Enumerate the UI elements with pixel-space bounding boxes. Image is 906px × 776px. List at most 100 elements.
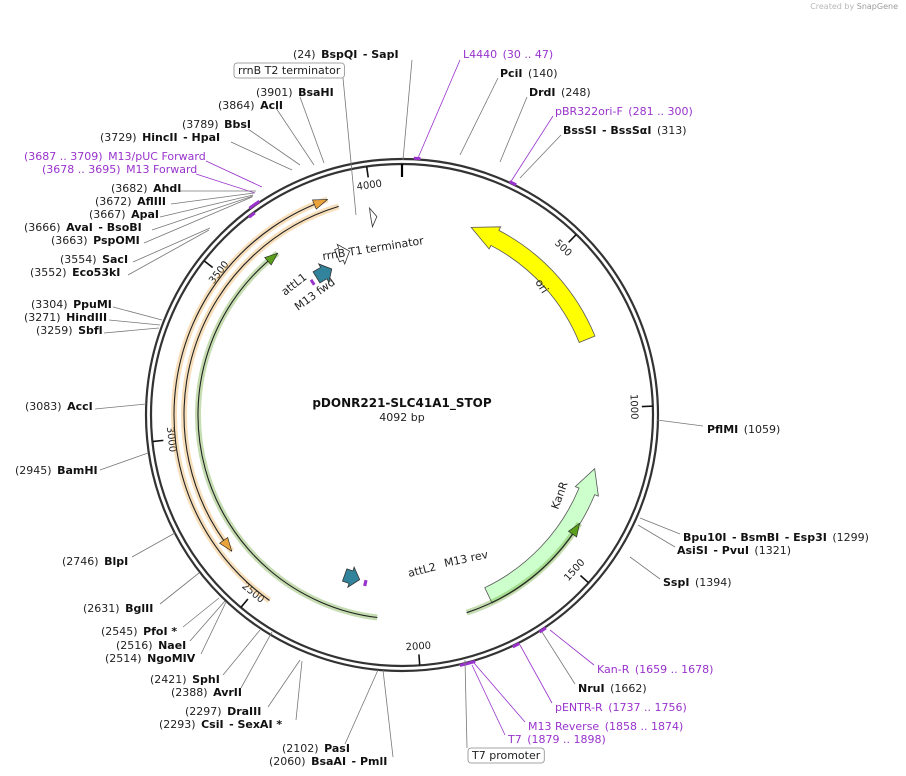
site-label-pentr[interactable]: pENTR-R (1737 .. 1756) — [555, 701, 687, 714]
leader-line-blpi — [131, 532, 176, 558]
site-label-bsaai[interactable]: (2060) BsaAI - PmlI — [269, 755, 387, 768]
site-label-draiii[interactable]: (2297) DraIII — [185, 705, 261, 718]
site-label-m13rev_p[interactable]: M13 Reverse (1858 .. 1874) — [528, 720, 683, 733]
site-label-blpi[interactable]: (2746) BlpI — [62, 555, 128, 568]
kanr-label: KanR — [549, 480, 571, 511]
site-label-part: ApaI — [126, 208, 159, 221]
site-label-part: pBR322ori-F — [555, 105, 623, 118]
site-label-part: AccI — [62, 400, 93, 413]
site-label-part: L4440 — [463, 48, 497, 61]
site-label-part: HindIII — [61, 311, 107, 324]
site-label-part: (1737 .. 1756) — [603, 701, 687, 714]
m13-forward-primer-mark — [248, 199, 261, 210]
site-label-bpu10i[interactable]: Bpu10I - BsmBI - Esp3I (1299) — [683, 531, 869, 544]
site-label-part: (2746) — [62, 555, 99, 568]
site-label-bamhi[interactable]: (2945) BamHI — [15, 464, 98, 477]
site-label-ppumi[interactable]: (3304) PpuMI — [31, 298, 112, 311]
site-label-bsahi[interactable]: (3901) BsaHI — [256, 86, 334, 99]
site-label-part: PciI — [500, 67, 522, 80]
attl2-label: attL2 — [407, 560, 438, 580]
site-label-sbfi[interactable]: (3259) SbfI — [36, 324, 103, 337]
leader-line-pflmi — [656, 419, 704, 427]
site-label-part: M13/pUC Forward — [103, 150, 206, 163]
site-label-m13puc[interactable]: (3687 .. 3709) M13/pUC Forward — [24, 150, 206, 163]
site-label-apai[interactable]: (3667) ApaI — [89, 208, 159, 221]
attl1-feature — [312, 263, 333, 284]
site-label-part: - PmlI — [346, 755, 387, 768]
m13-fwd-primer-site — [309, 278, 316, 286]
site-label-part: (1858 .. 1874) — [599, 720, 683, 733]
site-label-part: (3864) — [218, 99, 255, 112]
site-label-avai[interactable]: (3666) AvaI - BsoBI — [24, 221, 142, 234]
site-label-nrui[interactable]: NruI (1662) — [578, 682, 647, 695]
site-label-ahdi[interactable]: (3682) AhdI — [111, 182, 181, 195]
site-label-hindiii[interactable]: (3271) HindIII — [24, 311, 107, 324]
rrnb-t1-label: rrnB T1 terminator — [321, 234, 425, 263]
site-label-saci[interactable]: (3554) SacI — [60, 253, 128, 266]
site-label-part: (3304) — [31, 298, 68, 311]
site-label-bsssi[interactable]: BssSI - BssSαI (313) — [563, 124, 687, 137]
site-label-part: (2516) — [116, 639, 153, 652]
site-label-drdi[interactable]: DrdI (248) — [529, 86, 591, 99]
site-label-part: T7 — [507, 733, 522, 746]
site-label-l4440[interactable]: L4440 (30 .. 47) — [463, 48, 553, 61]
site-label-ngomiv[interactable]: (2514) NgoMIV — [105, 652, 196, 665]
leader-line-bsahi — [299, 96, 325, 164]
site-label-pbr322[interactable]: pBR322ori-F (281 .. 300) — [555, 105, 693, 118]
site-label-pflmi[interactable]: PflMI (1059) — [707, 423, 780, 436]
leader-line-hincii — [230, 141, 293, 171]
tick-mark — [240, 598, 249, 608]
site-label-naei[interactable]: (2516) NaeI — [116, 639, 186, 652]
ori-label: ori — [532, 277, 551, 296]
site-label-part: - SexAI * — [224, 718, 283, 731]
leader-line-bsaai — [382, 669, 394, 758]
site-label-part: BsaHI — [293, 86, 334, 99]
site-label-bglii[interactable]: (2631) BglII — [83, 602, 153, 615]
leader-line-pcii — [459, 77, 499, 156]
tick-label: 1500 — [562, 557, 587, 583]
site-label-csii[interactable]: (2293) CsiI - SexAI * — [159, 718, 282, 731]
site-label-sphi[interactable]: (2421) SphI — [150, 673, 220, 686]
leader-line-naei — [189, 600, 226, 642]
leader-line-m13puc — [205, 160, 263, 188]
site-label-sspi[interactable]: SspI (1394) — [663, 576, 732, 589]
site-label-hincii[interactable]: (3729) HincII - HpaI — [100, 131, 220, 144]
site-label-acli[interactable]: (3864) AclI — [218, 99, 283, 112]
site-label-t7_p[interactable]: T7 (1879 .. 1898) — [507, 733, 606, 746]
site-label-pcii[interactable]: PciI (140) — [500, 67, 558, 80]
site-label-part: AvaI — [61, 221, 93, 234]
backbone-outer — [144, 157, 660, 673]
site-label-part: - Esp3I — [779, 531, 827, 544]
leader-line-l4440 — [417, 59, 461, 159]
leader-line-t7_p — [471, 664, 506, 736]
site-label-m13fwdp[interactable]: (3678 .. 3695) M13 Forward — [42, 163, 197, 176]
site-label-part: (30 .. 47) — [497, 48, 553, 61]
site-label-asisi[interactable]: AsiSI - PvuI (1321) — [677, 544, 791, 557]
site-label-bbsi[interactable]: (3789) BbsI — [182, 118, 251, 131]
site-label-eco53ki[interactable]: (3552) Eco53kI — [30, 266, 120, 279]
leader-line-bpu10i — [639, 517, 681, 535]
site-label-kanr_p[interactable]: Kan-R (1659 .. 1678) — [597, 663, 713, 676]
leader-line-bglii — [159, 572, 200, 605]
site-label-pasi[interactable]: (2102) PasI — [282, 742, 350, 755]
site-label-bspqi[interactable]: (24) BspQI - SapI — [293, 48, 399, 61]
site-label-part: - SapI — [357, 48, 398, 61]
site-label-aflii[interactable]: (3672) AflIII — [95, 195, 166, 208]
site-label-part: (2060) — [269, 755, 306, 768]
site-label-part: PflMI — [707, 423, 738, 436]
site-label-pspomi[interactable]: (3663) PspOMI — [51, 234, 140, 247]
site-label-avrii[interactable]: (2388) AvrII — [171, 686, 242, 699]
site-label-acci[interactable]: (3083) AccI — [25, 400, 93, 413]
site-label-part: AsiSI — [677, 544, 708, 557]
leader-line-asisi — [637, 524, 676, 548]
leader-line-hindiii — [108, 319, 161, 326]
leader-line-ngomiv — [200, 601, 227, 655]
site-label-part: Kan-R — [597, 663, 630, 676]
site-label-pfoi[interactable]: (2545) PfoI * — [101, 625, 177, 638]
snapgene-watermark: Created by SnapGene — [810, 2, 898, 11]
leader-line-m13fwdp — [195, 173, 256, 194]
leader-line-bamhi — [99, 452, 149, 471]
leader-line-sphi — [222, 629, 261, 676]
tick-mark — [418, 654, 421, 666]
